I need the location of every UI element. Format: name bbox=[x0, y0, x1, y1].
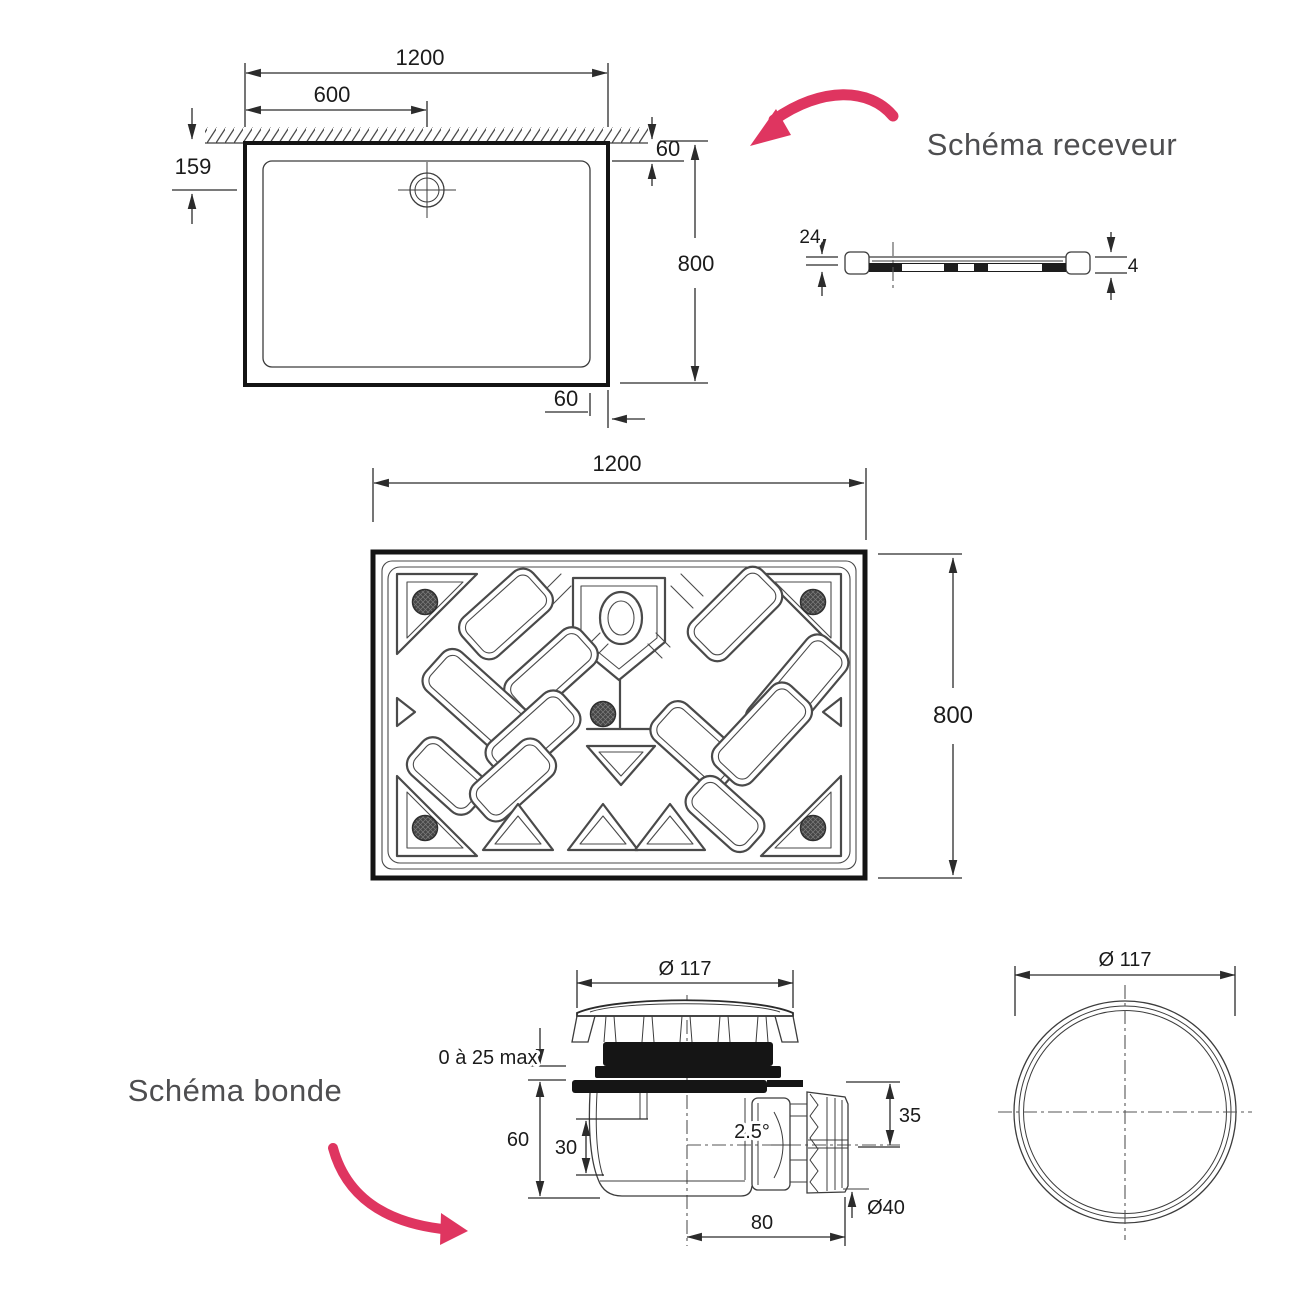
dim-rim-bottom: 60 bbox=[554, 386, 578, 411]
antislip-pads bbox=[411, 588, 827, 842]
wall-hatch bbox=[205, 127, 648, 143]
antislip-pattern bbox=[370, 549, 868, 881]
dim-outlet-slope: 2.5° bbox=[734, 1121, 770, 1143]
bonde-title: Schéma bonde bbox=[128, 1073, 343, 1108]
dim-top-height: 800 bbox=[678, 251, 715, 276]
dim-cap-diameter: Ø 117 bbox=[659, 958, 712, 980]
receveur-arrow bbox=[768, 89, 899, 126]
dim-drain-offset: 600 bbox=[314, 82, 351, 107]
bonde-arrow bbox=[328, 1143, 447, 1234]
tray-inner-rim bbox=[262, 160, 591, 368]
dim-outlet-diameter: Ø40 bbox=[867, 1197, 905, 1219]
drain-flange bbox=[572, 1080, 767, 1093]
drain-top-view: Ø 117 bbox=[998, 946, 1252, 1240]
tray-profile-view: 24 4 bbox=[796, 224, 1142, 300]
dim-outlet-height: 35 bbox=[899, 1105, 921, 1127]
receveur-arrowhead bbox=[750, 109, 791, 146]
dim-top-width: 1200 bbox=[396, 45, 445, 70]
drain-symbol bbox=[398, 162, 456, 218]
dim-body-height: 60 bbox=[507, 1129, 529, 1151]
dim-bottom-height: 800 bbox=[933, 702, 973, 729]
drain-section-view: 2.5° Ø 117 0 à 25 max 60 30 35 Ø40 80 bbox=[436, 955, 924, 1246]
bonde-arrowhead bbox=[440, 1213, 468, 1245]
dim-outlet-offset: 80 bbox=[751, 1212, 773, 1234]
drain-outlet-elbow bbox=[751, 1097, 791, 1191]
tray-bottom-view: 1200 800 bbox=[370, 448, 976, 881]
dim-bottom-width: 1200 bbox=[593, 451, 642, 476]
dim-water-seal: 30 bbox=[555, 1137, 577, 1159]
dim-top-diameter: Ø 117 bbox=[1099, 949, 1152, 971]
dim-profile-height: 24 bbox=[799, 227, 821, 248]
drain-cap bbox=[576, 999, 794, 1017]
dim-adjust-range: 0 à 25 max bbox=[439, 1047, 538, 1069]
tray-top-view: 1200 600 159 60 800 60 bbox=[172, 42, 717, 428]
dim-rim-top: 60 bbox=[656, 136, 680, 161]
dim-drain-depth: 159 bbox=[175, 154, 212, 179]
drain-outlet-collar bbox=[806, 1091, 849, 1194]
bonde-label-group: Schéma bonde bbox=[128, 1073, 468, 1245]
receveur-label-group: Schéma receveur bbox=[750, 89, 1177, 162]
receveur-title: Schéma receveur bbox=[927, 127, 1177, 162]
dim-profile-edge: 4 bbox=[1128, 256, 1139, 277]
drain-gasket bbox=[603, 1042, 773, 1066]
